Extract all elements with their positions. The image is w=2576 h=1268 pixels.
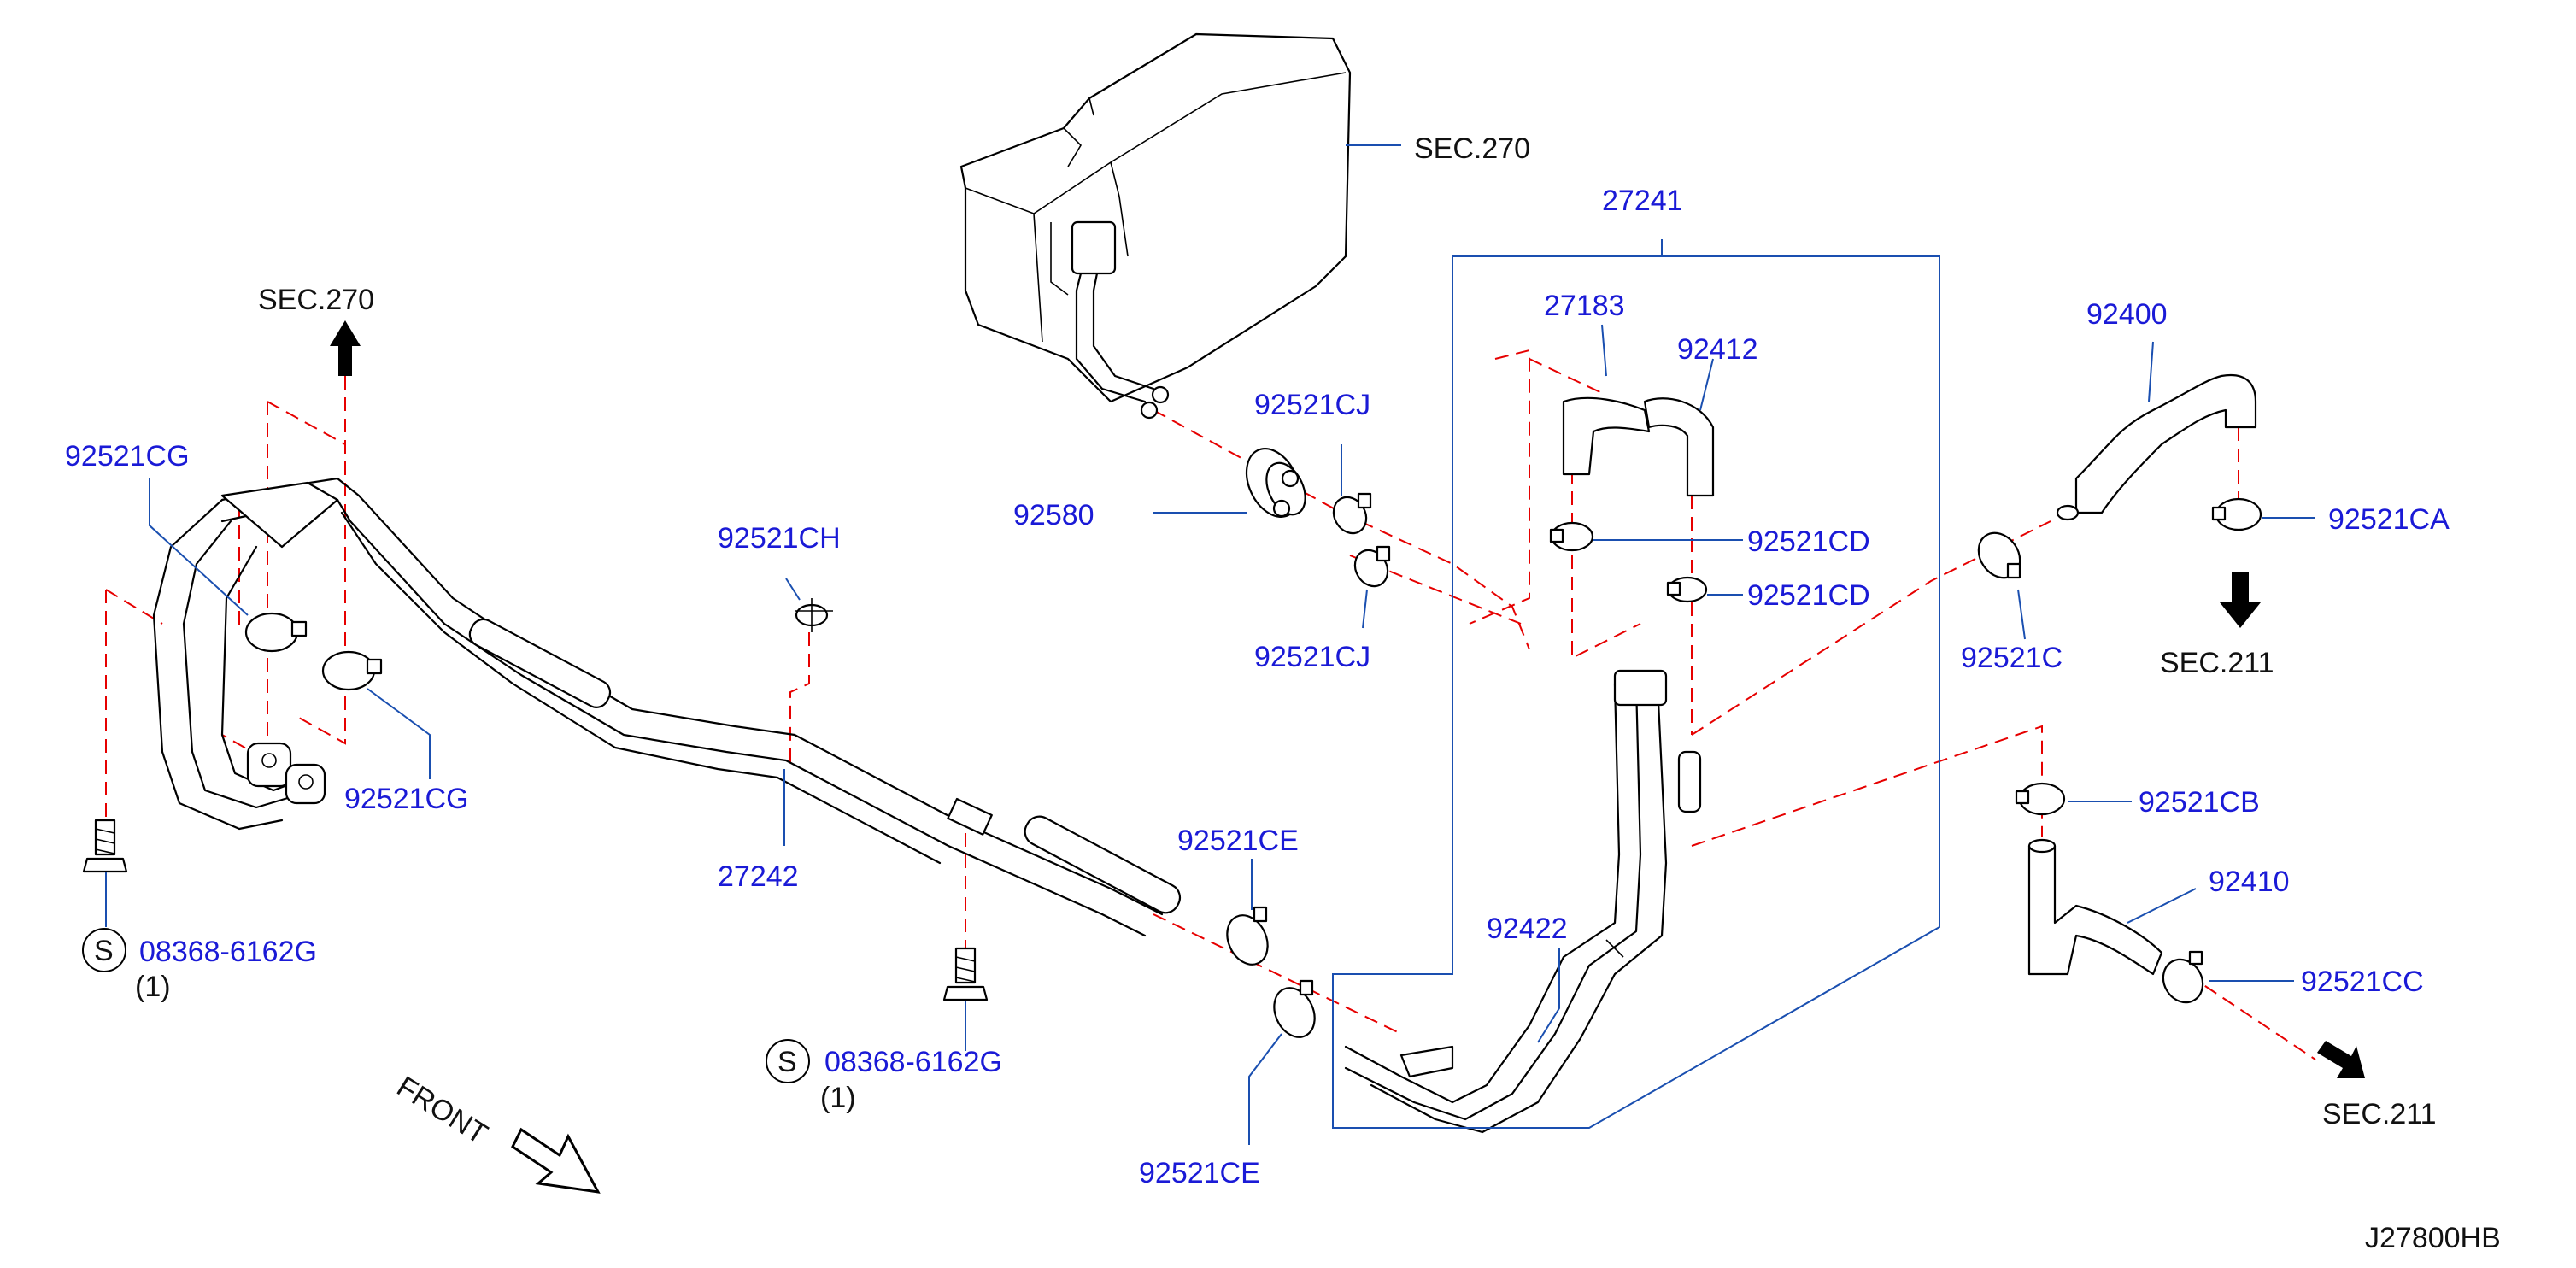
label-92580: 92580 [1013, 499, 1094, 531]
s-symbol-left: S [94, 935, 114, 967]
pipe-92422 [1344, 669, 1702, 1134]
label-92521ce-top: 92521CE [1177, 825, 1299, 857]
clamp-92521cd-b [1666, 576, 1708, 603]
front-arrow [511, 1127, 601, 1194]
labels: SEC.270 SEC.270 SEC.211 SEC.211 27241 27… [65, 132, 2501, 1254]
bolt-mid [942, 947, 989, 1001]
label-92400: 92400 [2086, 298, 2168, 331]
clamp-92521cj-top [1332, 492, 1372, 535]
label-92410: 92410 [2209, 866, 2290, 898]
heater-unit [959, 32, 1352, 420]
label-sec211-b: SEC.211 [2322, 1098, 2437, 1130]
clamp-92521cb [2015, 782, 2066, 816]
label-92521cd-b: 92521CD [1747, 579, 1870, 612]
s-circle-left [82, 928, 126, 972]
pipe-assembly-27242 [152, 477, 1182, 937]
label-92521cb: 92521CB [2139, 786, 2260, 819]
bolt-left [82, 819, 128, 873]
label-92521ch: 92521CH [718, 522, 841, 555]
label-92521cd-a: 92521CD [1747, 525, 1870, 558]
label-27183: 27183 [1544, 290, 1625, 322]
label-92521cc: 92521CC [2301, 966, 2424, 998]
label-front: FRONT [391, 1071, 493, 1151]
label-bolt-mid-qty: (1) [820, 1082, 856, 1114]
clamp-92521cc [2162, 950, 2204, 1004]
label-bolt-left: 08368-6162G [139, 936, 317, 968]
label-92521cj-top: 92521CJ [1254, 389, 1370, 421]
hose-27183 [1562, 396, 1651, 476]
label-92521c: 92521C [1961, 642, 2063, 674]
clamp-92521ce-top [1226, 906, 1269, 966]
arrow-up-sec270 [330, 320, 361, 376]
diagram-code: J27800HB [2365, 1222, 2501, 1254]
label-92422: 92422 [1487, 913, 1568, 945]
label-sec270-left: SEC.270 [258, 284, 374, 316]
label-27241: 27241 [1602, 185, 1683, 217]
clip-92521ch [795, 598, 833, 632]
label-sec270-top: SEC.270 [1414, 132, 1530, 165]
clamp-92521cg-bottom [321, 650, 383, 691]
label-92521ca: 92521CA [2328, 503, 2450, 536]
clamp-92521cj-bottom [1353, 545, 1391, 588]
label-92412: 92412 [1677, 333, 1758, 366]
assembly-dashed-lines [105, 349, 2316, 1060]
grommet-92580 [1245, 448, 1306, 518]
clamp-92521ce-bottom [1273, 979, 1316, 1038]
label-sec211-a: SEC.211 [2160, 647, 2274, 679]
label-bolt-mid: 08368-6162G [824, 1046, 1002, 1078]
label-92521cj-bottom: 92521CJ [1254, 641, 1370, 673]
clamp-92521cd-a [1549, 521, 1594, 552]
s-symbol-mid: S [777, 1046, 797, 1078]
label-92521cg-bottom: 92521CG [344, 783, 469, 815]
label-92521ce-bottom: 92521CE [1139, 1157, 1260, 1189]
hose-92400 [2056, 373, 2257, 521]
arrow-diag-sec211 [2317, 1041, 2365, 1078]
arrow-down-sec211 [2220, 572, 2261, 628]
label-92521cg-top: 92521CG [65, 440, 190, 473]
clamp-92521cg-top [244, 612, 308, 653]
label-bolt-left-qty: (1) [135, 971, 171, 1003]
leader-lines [105, 144, 2315, 1145]
label-27242: 27242 [718, 860, 799, 893]
hose-92412 [1643, 397, 1715, 497]
pipe-92410 [2027, 838, 2163, 976]
clamp-92521ca [2211, 497, 2262, 531]
clamp-92521c [1977, 531, 2021, 579]
s-circle-mid [766, 1039, 810, 1083]
